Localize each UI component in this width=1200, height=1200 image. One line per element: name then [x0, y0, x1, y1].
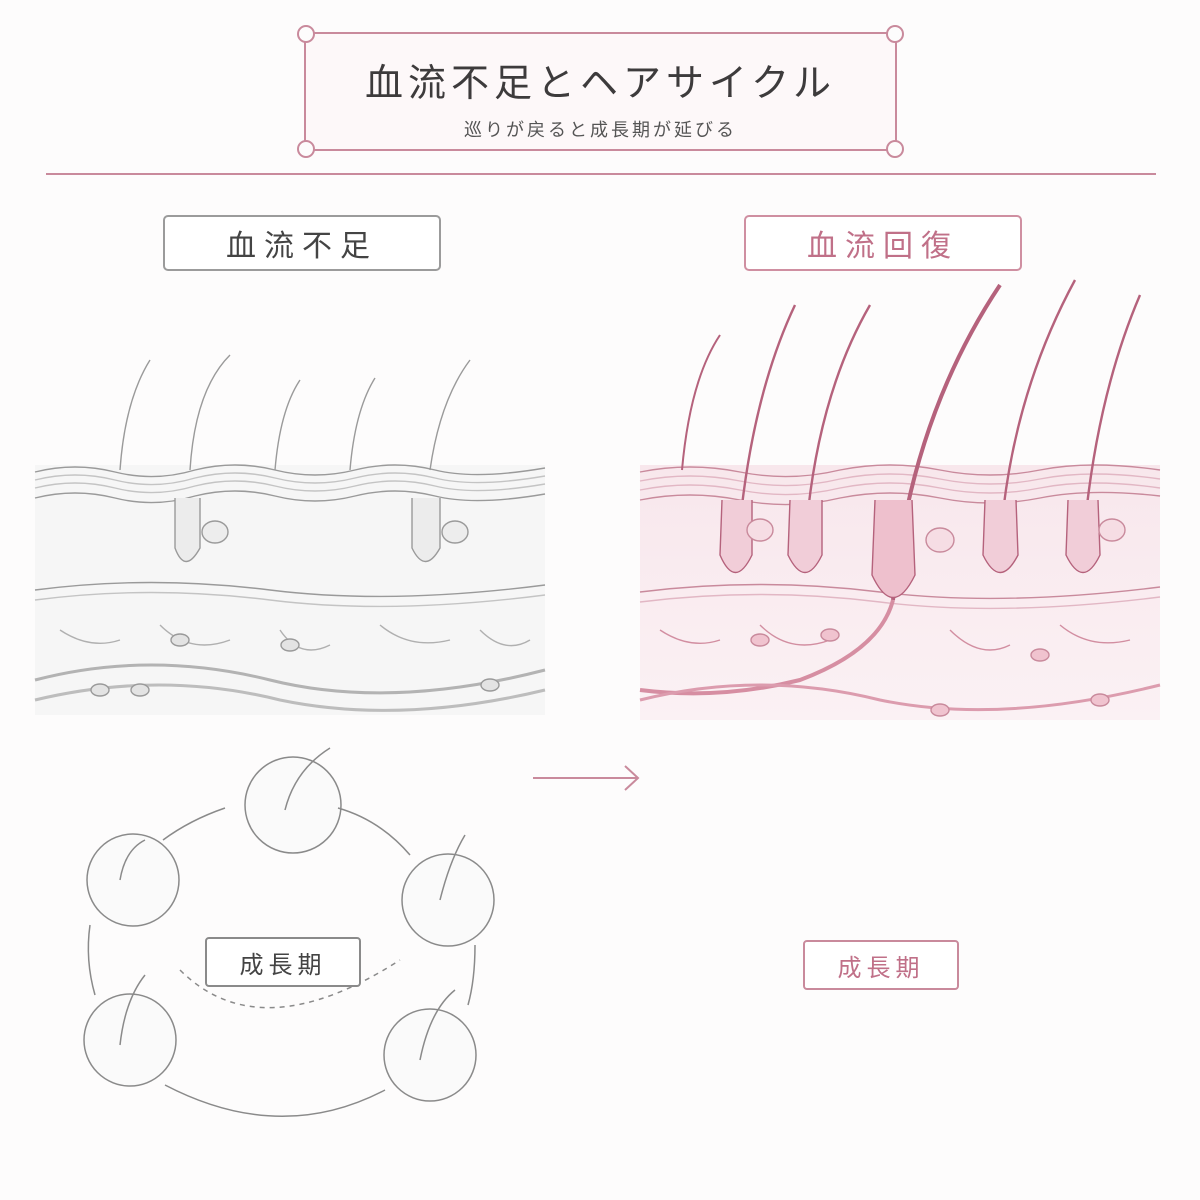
- page-title: 血流不足とヘアサイクル: [364, 61, 837, 105]
- left-skin-panel: [34, 354, 546, 715]
- panel-label-left: 血流不足: [163, 215, 441, 271]
- title-banner: 血流不足とヘアサイクル 巡りが戻ると成長期が延びる: [297, 25, 904, 158]
- panel-label-right: 血流回復: [744, 215, 1022, 271]
- corner-ornament-icon: [886, 25, 904, 43]
- right-skin-panel: [639, 279, 1161, 720]
- corner-ornament-icon: [886, 140, 904, 158]
- corner-ornament-icon: [297, 140, 315, 158]
- left-hair-cycle: [83, 747, 495, 1117]
- header-divider: [46, 173, 1156, 175]
- page-subtitle: 巡りが戻ると成長期が延びる: [464, 120, 737, 141]
- phase-label-left: 成長期: [205, 937, 361, 987]
- phase-label-right: 成長期: [803, 940, 959, 990]
- corner-ornament-icon: [297, 25, 315, 43]
- arrow-right-icon: [533, 765, 640, 791]
